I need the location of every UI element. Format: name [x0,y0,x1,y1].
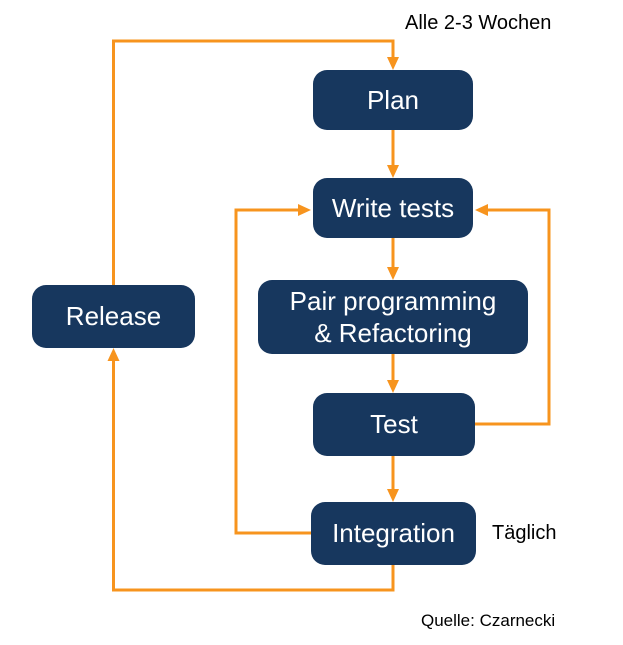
node-pair-programming-refactoring: Pair programming & Refactoring [258,280,528,354]
arrow-integration-to-release [112,360,395,592]
arrowhead-into-write-tests-top [387,165,399,178]
arrow-integration-loop-to-write-tests [234,208,311,535]
arrow-test-loop-to-write-tests [475,208,551,426]
cycle-duration-note: Alle 2-3 Wochen [405,12,552,34]
arrowhead-into-integration [387,489,399,502]
source-attribution: Quelle: Czarnecki [421,611,556,630]
arrowhead-into-release [107,348,120,361]
arrow-release-to-plan [112,39,395,285]
node-release: Release [32,285,195,348]
node-write-tests: Write tests [313,178,473,238]
arrowhead-into-test [387,380,399,393]
arrowhead-into-pair [387,267,399,280]
node-test: Test [313,393,475,456]
node-integration: Integration [311,502,476,565]
arrowhead-into-plan [387,57,399,70]
daily-note: Täglich [492,522,557,544]
arrowhead-into-write-tests-right [475,204,488,216]
arrowhead-into-write-tests-left [298,204,311,216]
node-plan: Plan [313,70,473,130]
